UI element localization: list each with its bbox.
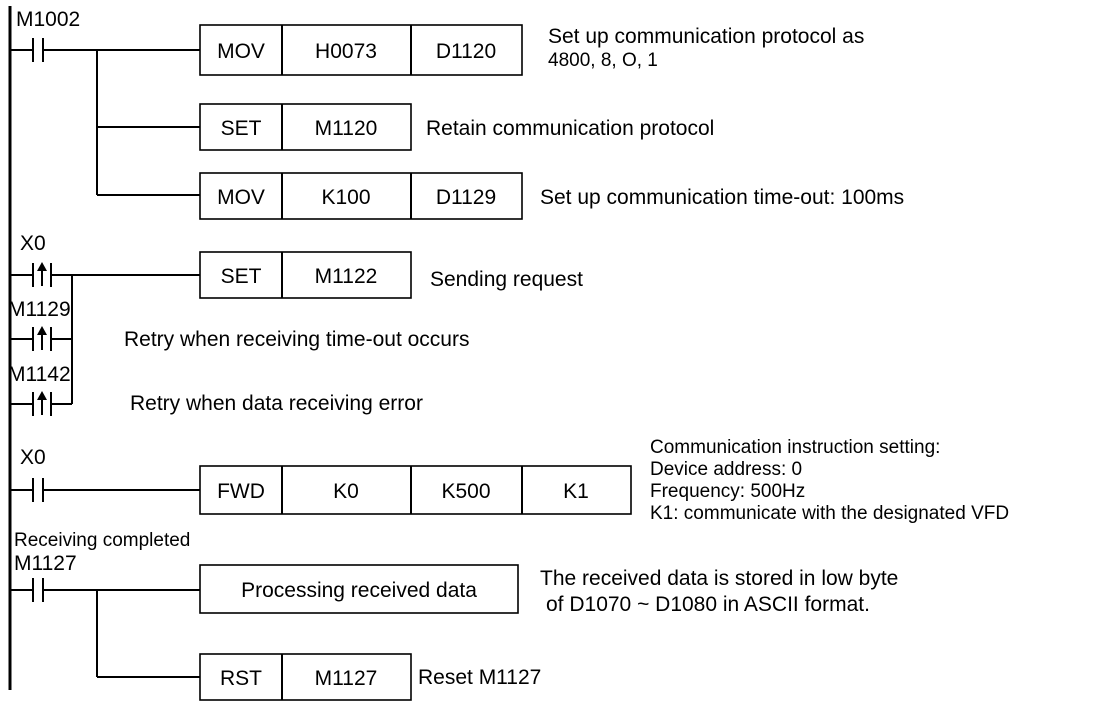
operand: K0: [333, 480, 359, 503]
operand: D1129: [436, 186, 496, 209]
operand: M1122: [315, 265, 378, 288]
op-label: RST: [220, 667, 262, 690]
op-label: SET: [221, 117, 262, 140]
comment-sending-request: Sending request: [430, 268, 583, 291]
comment-fwd-line-4: K1: communicate with the designated VFD: [650, 503, 1010, 524]
comment-fwd-line-1: Communication instruction setting:: [650, 437, 941, 458]
rung-1: M1002 MOV H0073 D1120 SET M1120 MOV K100…: [10, 8, 523, 220]
comment-protocol-line-2: 4800, 8, O, 1: [548, 50, 658, 71]
contact-label: X0: [20, 446, 46, 469]
operand: K500: [441, 480, 490, 503]
operand: K100: [321, 186, 370, 209]
label-receiving-completed: Receiving completed: [14, 530, 191, 551]
rising-edge-arrow-icon: [37, 391, 47, 400]
op-label: SET: [221, 265, 262, 288]
contact-m1129-rising: M1129: [8, 298, 72, 351]
rung-3: X0 FWD K0 K500 K1: [10, 446, 632, 515]
processing-block: Processing received data: [199, 564, 519, 614]
contact-label: X0: [20, 232, 46, 255]
contact-x0-rising: X0: [10, 232, 52, 287]
instruction-set-m1122: SET M1122: [199, 251, 412, 299]
contact-label: M1002: [16, 8, 80, 31]
rising-edge-arrow-icon: [37, 262, 47, 271]
comment-retry-error: Retry when data receiving error: [130, 392, 423, 415]
instruction-mov-timeout: MOV K100 D1129: [199, 172, 523, 220]
contact-label: M1127: [14, 552, 77, 575]
operand: D1120: [436, 40, 496, 63]
rung-2: X0 SET M1122 M1129 M1142: [8, 232, 412, 416]
comment-fwd-line-3: Frequency: 500Hz: [650, 481, 806, 502]
rung-4: M1127 Processing received data RST M1127: [10, 552, 519, 701]
instruction-rst-m1127: RST M1127: [199, 653, 412, 701]
op-label: MOV: [217, 40, 265, 63]
operand: M1120: [315, 117, 378, 140]
contact-label: M1142: [8, 363, 71, 386]
contact-label: M1129: [8, 298, 71, 321]
comment-timeout: Set up communication time-out: 100ms: [540, 186, 905, 209]
comment-fwd-line-2: Device address: 0: [650, 459, 803, 480]
contact-x0: X0: [10, 446, 46, 502]
comment-received-line-2: of D1070 ~ D1080 in ASCII format.: [546, 593, 870, 616]
instruction-fwd: FWD K0 K500 K1: [199, 465, 632, 515]
operand: H0073: [315, 40, 377, 63]
contact-m1142-rising: M1142: [8, 363, 72, 416]
rising-edge-arrow-icon: [37, 326, 47, 335]
comment-reset: Reset M1127: [418, 666, 542, 689]
comment-received-line-1: The received data is stored in low byte: [540, 567, 899, 590]
comment-retry-timeout: Retry when receiving time-out occurs: [124, 328, 470, 351]
instruction-set-m1120: SET M1120: [199, 103, 412, 151]
operand: M1127: [315, 667, 378, 690]
operand: K1: [563, 480, 589, 503]
instruction-mov-protocol: MOV H0073 D1120: [199, 24, 523, 76]
processing-label: Processing received data: [241, 579, 477, 602]
contact-m1002: M1002: [10, 8, 80, 62]
contact-m1127: M1127: [10, 552, 77, 602]
comment-retain: Retain communication protocol: [426, 117, 715, 140]
op-label: FWD: [217, 480, 265, 503]
comment-protocol-line-1: Set up communication protocol as: [548, 25, 865, 48]
op-label: MOV: [217, 186, 265, 209]
